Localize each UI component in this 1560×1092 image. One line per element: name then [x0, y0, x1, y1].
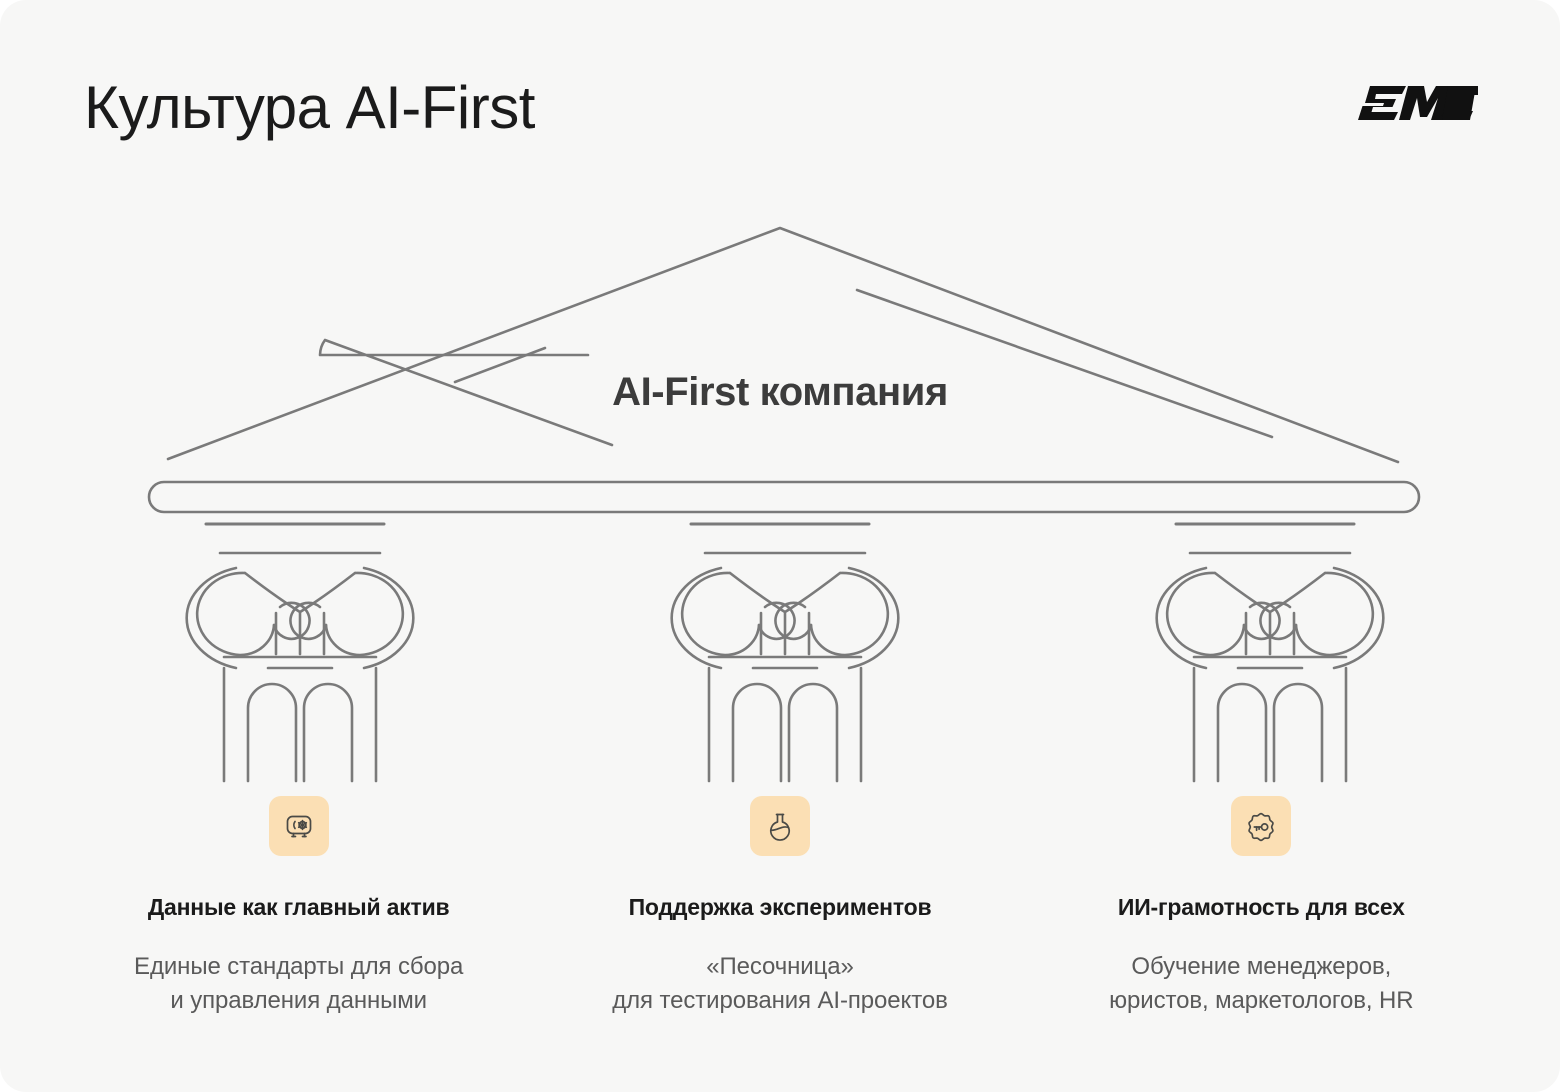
column-shaft-3: [1192, 655, 1348, 783]
pillar-description-line: юристов, маркетологов, HR: [1109, 986, 1414, 1014]
key-badge-icon-badge: [1231, 796, 1292, 856]
column-capital-1: [185, 551, 415, 670]
center-heading: AI-First компания: [612, 370, 948, 414]
flask-icon: [769, 813, 791, 841]
pillar-description-line: Единые стандарты для сбора: [134, 952, 464, 980]
pillar-card-experiments: Поддержка экспериментов «Песочница» для …: [539, 796, 1020, 1018]
emcd-logo: [1350, 82, 1478, 122]
pillar-title: Поддержка экспериментов: [628, 894, 932, 920]
pillar-card-data: Данные как главный актив Единые стандарт…: [58, 796, 539, 1018]
pillar-description-line: для тестирования AI-проектов: [612, 986, 948, 1014]
page-title: Культура AI-First: [84, 74, 535, 141]
flask-icon-badge: [749, 796, 810, 856]
pillar-card-literacy: ИИ-грамотность для всех Обучение менедже…: [1021, 796, 1502, 1018]
pillars-list: Данные как главный актив Единые стандарт…: [58, 796, 1502, 1018]
pillar-description-line: «Песочница»: [706, 952, 854, 980]
pillar-title: Данные как главный актив: [147, 894, 450, 920]
column-capital-3: [1155, 551, 1385, 670]
pillar-description: «Песочница» для тестирования AI-проектов: [549, 950, 1010, 1018]
column-shaft-2: [707, 655, 863, 783]
key-badge-icon: [1248, 812, 1275, 842]
column-shaft-1: [222, 655, 378, 783]
vault-icon-badge: [268, 796, 329, 856]
pillar-description-line: и управления данными: [170, 986, 427, 1014]
pillar-description: Единые стандарты для сбора и управления …: [68, 950, 529, 1018]
pillar-description-line: Обучение менеджеров,: [1131, 952, 1392, 980]
architrave: [147, 480, 1421, 514]
pediment-outer: [166, 226, 1400, 464]
vault-icon: [286, 815, 312, 838]
pillar-description: Обучение менеджеров, юристов, маркетолог…: [1031, 950, 1492, 1018]
pillar-title: ИИ-грамотность для всех: [1117, 894, 1405, 920]
column-capital-2: [670, 551, 900, 670]
